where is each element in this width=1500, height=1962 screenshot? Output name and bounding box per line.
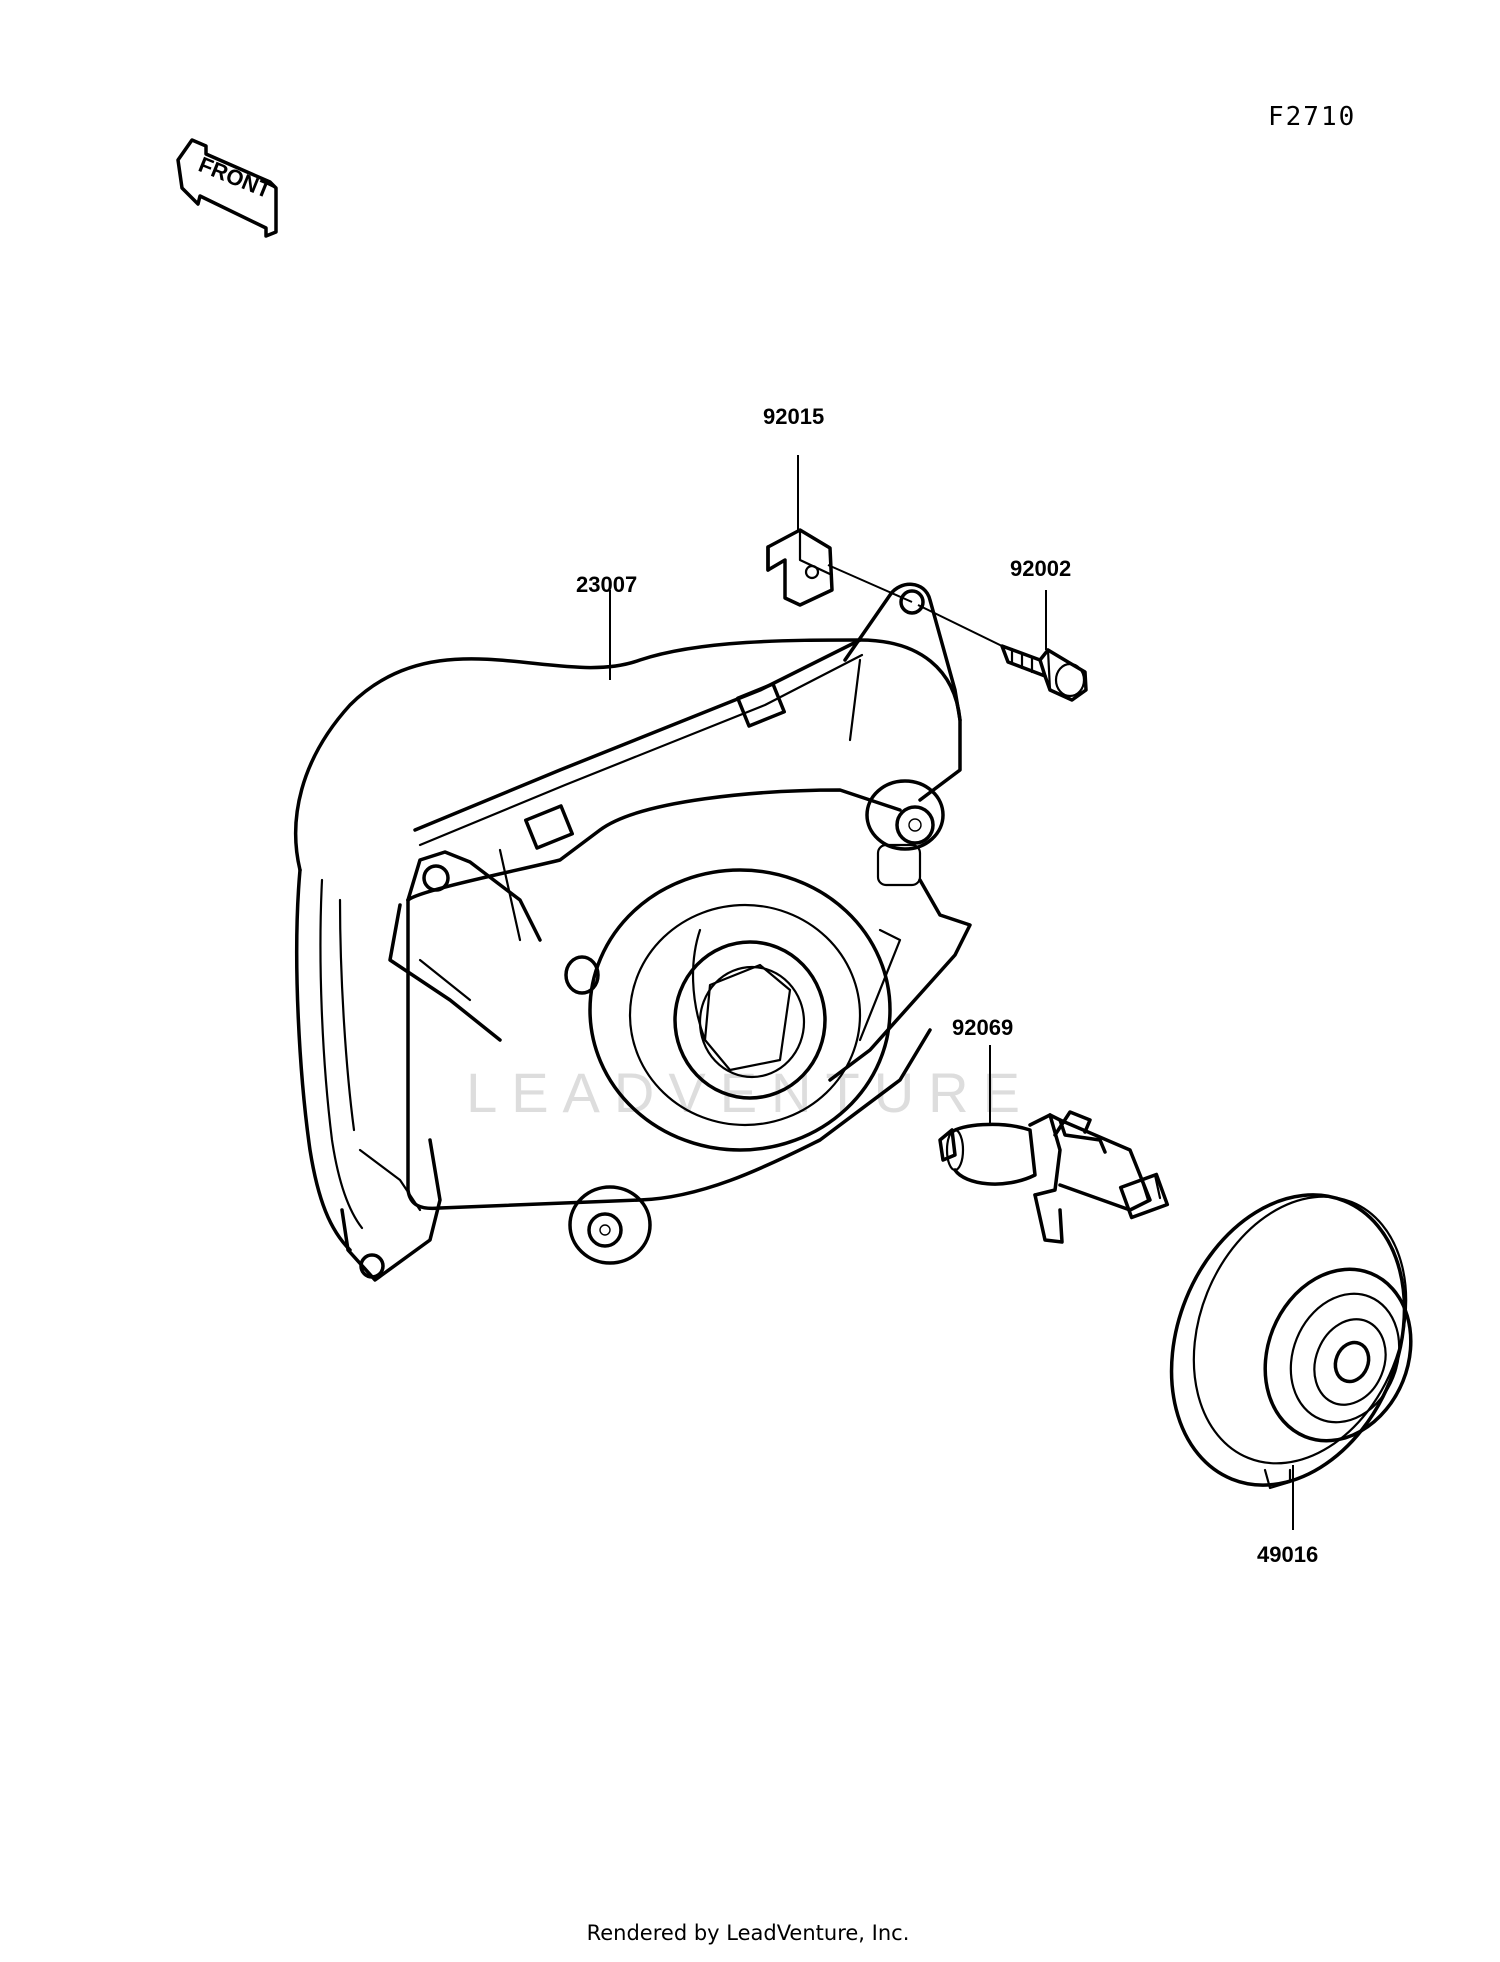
part-label-49016[interactable]: 49016	[1257, 1542, 1318, 1567]
part-label-92015[interactable]: 92015	[763, 404, 824, 429]
headlight-housing-drawing	[293, 582, 972, 1282]
clip-nut-drawing	[766, 528, 834, 607]
part-label-23007[interactable]: 23007	[576, 572, 637, 597]
footer-credit: Rendered by LeadVenture, Inc.	[587, 1921, 910, 1945]
part-label-92002[interactable]: 92002	[1010, 556, 1071, 581]
leader-lines	[609, 455, 1294, 1530]
diagram-code: F2710	[1268, 102, 1356, 132]
watermark-text: LEADVENTURE	[466, 1061, 1034, 1124]
dust-cover-drawing	[1169, 1193, 1413, 1490]
front-arrow-icon: FRONT	[176, 138, 278, 238]
bulb-drawing	[938, 1110, 1170, 1244]
bolt-drawing	[1000, 644, 1088, 702]
front-badge-label: FRONT	[195, 152, 275, 204]
part-label-92069[interactable]: 92069	[952, 1015, 1013, 1040]
